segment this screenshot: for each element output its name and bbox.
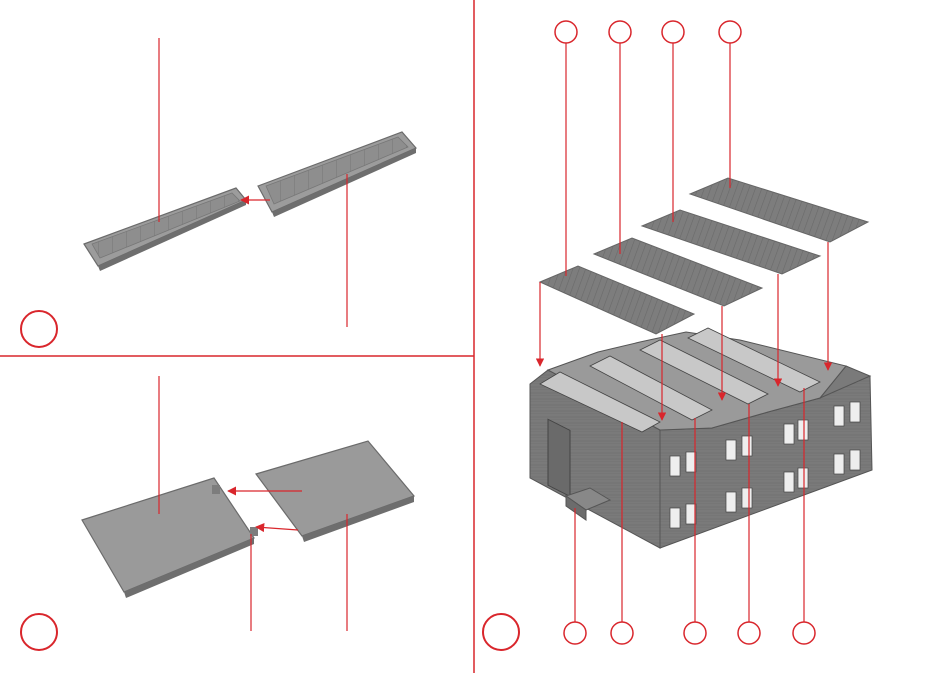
base-plate-left — [82, 478, 258, 598]
step-panel-right — [483, 21, 872, 650]
step-panel-top-left — [21, 38, 416, 347]
roof-strip-left — [84, 188, 246, 271]
step-panel-bottom-left — [21, 376, 414, 650]
step-number-badge — [21, 311, 57, 347]
assembly-arrow — [256, 527, 298, 530]
factory-building — [530, 328, 872, 548]
step-number-badge — [483, 614, 519, 650]
panel-dividers — [0, 0, 474, 673]
step-number-badge — [21, 614, 57, 650]
large-door — [548, 419, 570, 496]
roof-strip-right — [258, 132, 416, 217]
